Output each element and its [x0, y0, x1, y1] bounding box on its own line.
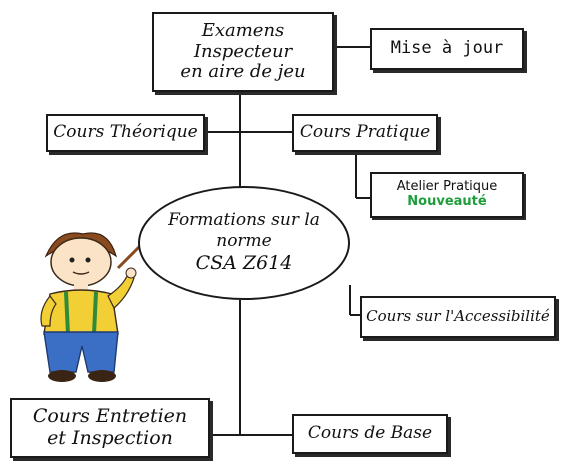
update-label: Mise à jour — [390, 38, 504, 59]
basic-course-box: Cours de Base — [292, 414, 448, 454]
update-box: Mise à jour — [370, 28, 524, 70]
workshop-box: Atelier Pratique Nouveauté — [370, 172, 524, 218]
theory-label: Cours Théorique — [53, 122, 198, 143]
exam-line-1: Examens Inspecteur — [193, 19, 293, 62]
maintenance-line-2: et Inspection — [47, 427, 173, 449]
theory-course-box: Cours Théorique — [46, 114, 205, 152]
central-training-node: Formations sur la norme CSA Z614 — [138, 186, 350, 300]
basic-label: Cours de Base — [307, 423, 433, 444]
accessibility-label: Cours sur l'Accessibilité — [366, 307, 550, 326]
workshop-label: Atelier Pratique — [396, 179, 498, 195]
practical-course-box: Cours Pratique — [292, 114, 438, 152]
maintenance-line-1: Cours Entretien — [32, 405, 188, 428]
center-line-1: Formations sur la norme — [168, 209, 320, 252]
exam-inspector-box: Examens Inspecteur en aire de jeu — [152, 12, 334, 92]
accessibility-course-box: Cours sur l'Accessibilité — [360, 296, 556, 338]
maintenance-course-box: Cours Entretien et Inspection — [10, 398, 210, 458]
exam-line-2: en aire de jeu — [180, 61, 306, 83]
center-line-2: CSA Z614 — [195, 252, 293, 275]
cartoon-character-illustration — [40, 232, 137, 382]
new-badge: Nouveauté — [407, 194, 487, 209]
practical-label: Cours Pratique — [299, 122, 431, 143]
